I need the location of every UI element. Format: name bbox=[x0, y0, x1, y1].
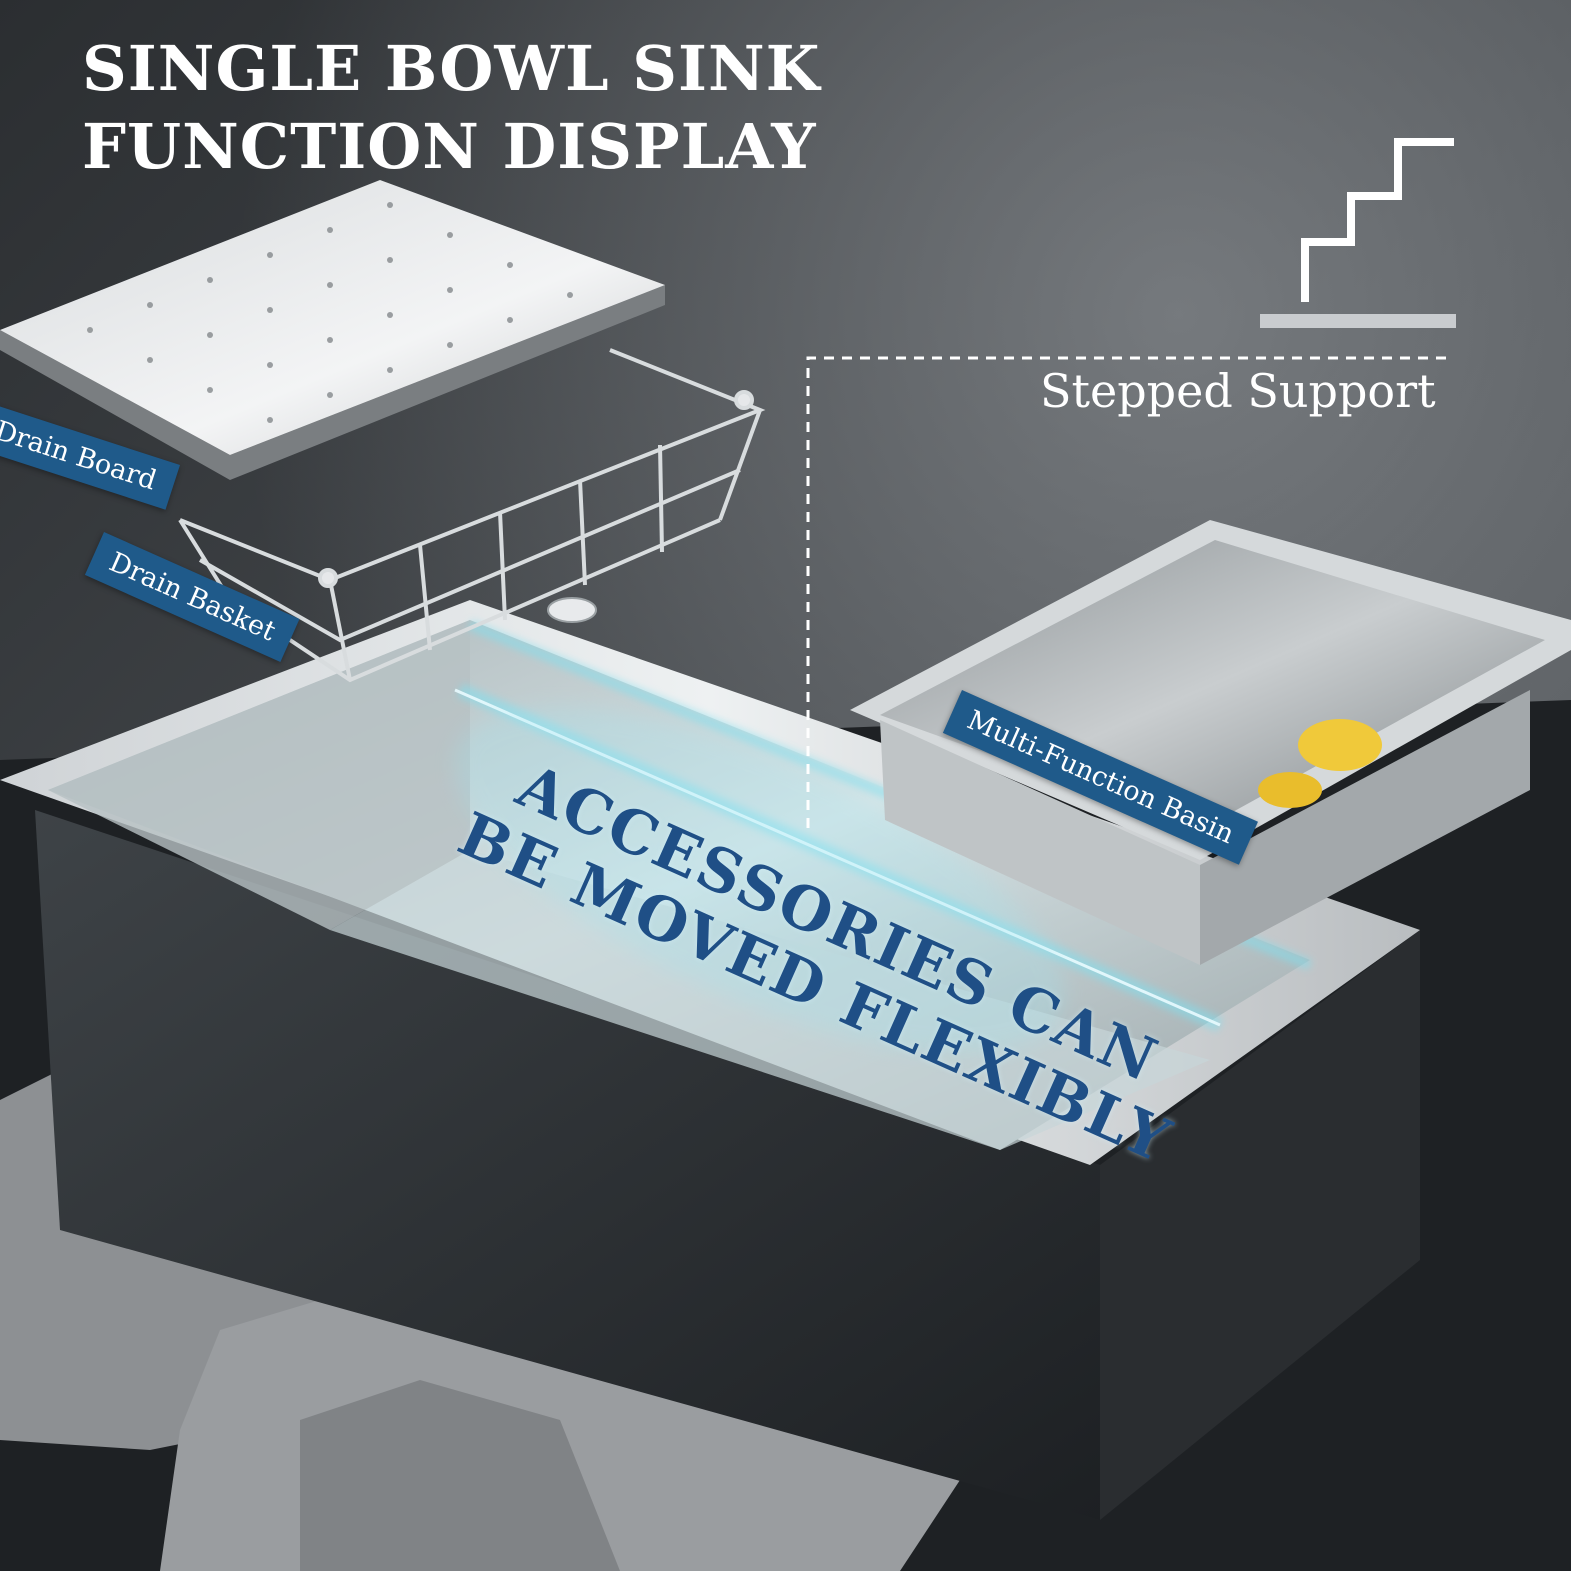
headline-line-2: FUNCTION DISPLAY bbox=[82, 110, 817, 183]
overflow-cap bbox=[547, 597, 597, 623]
sink-body-side bbox=[1100, 930, 1420, 1520]
stairs-icon bbox=[1260, 138, 1456, 328]
basin-front bbox=[880, 720, 1200, 965]
drain-board-edge bbox=[0, 285, 665, 480]
glow-haze bbox=[454, 706, 1066, 1054]
basin-side bbox=[1200, 690, 1530, 965]
lemon-1 bbox=[1298, 719, 1382, 771]
sink-body bbox=[35, 810, 1100, 1520]
rock-shade bbox=[300, 1380, 620, 1571]
drain-board-holes bbox=[87, 202, 573, 423]
headline: SINGLE BOWL SINK FUNCTION DISPLAY bbox=[82, 30, 821, 186]
stepped-support-label: Stepped Support bbox=[1040, 364, 1436, 418]
lemon-2 bbox=[1258, 772, 1322, 808]
headline-line-1: SINGLE BOWL SINK bbox=[82, 32, 821, 105]
bowl-back-wall bbox=[48, 620, 470, 930]
leader-line bbox=[806, 356, 1452, 828]
drain-board bbox=[0, 180, 665, 455]
